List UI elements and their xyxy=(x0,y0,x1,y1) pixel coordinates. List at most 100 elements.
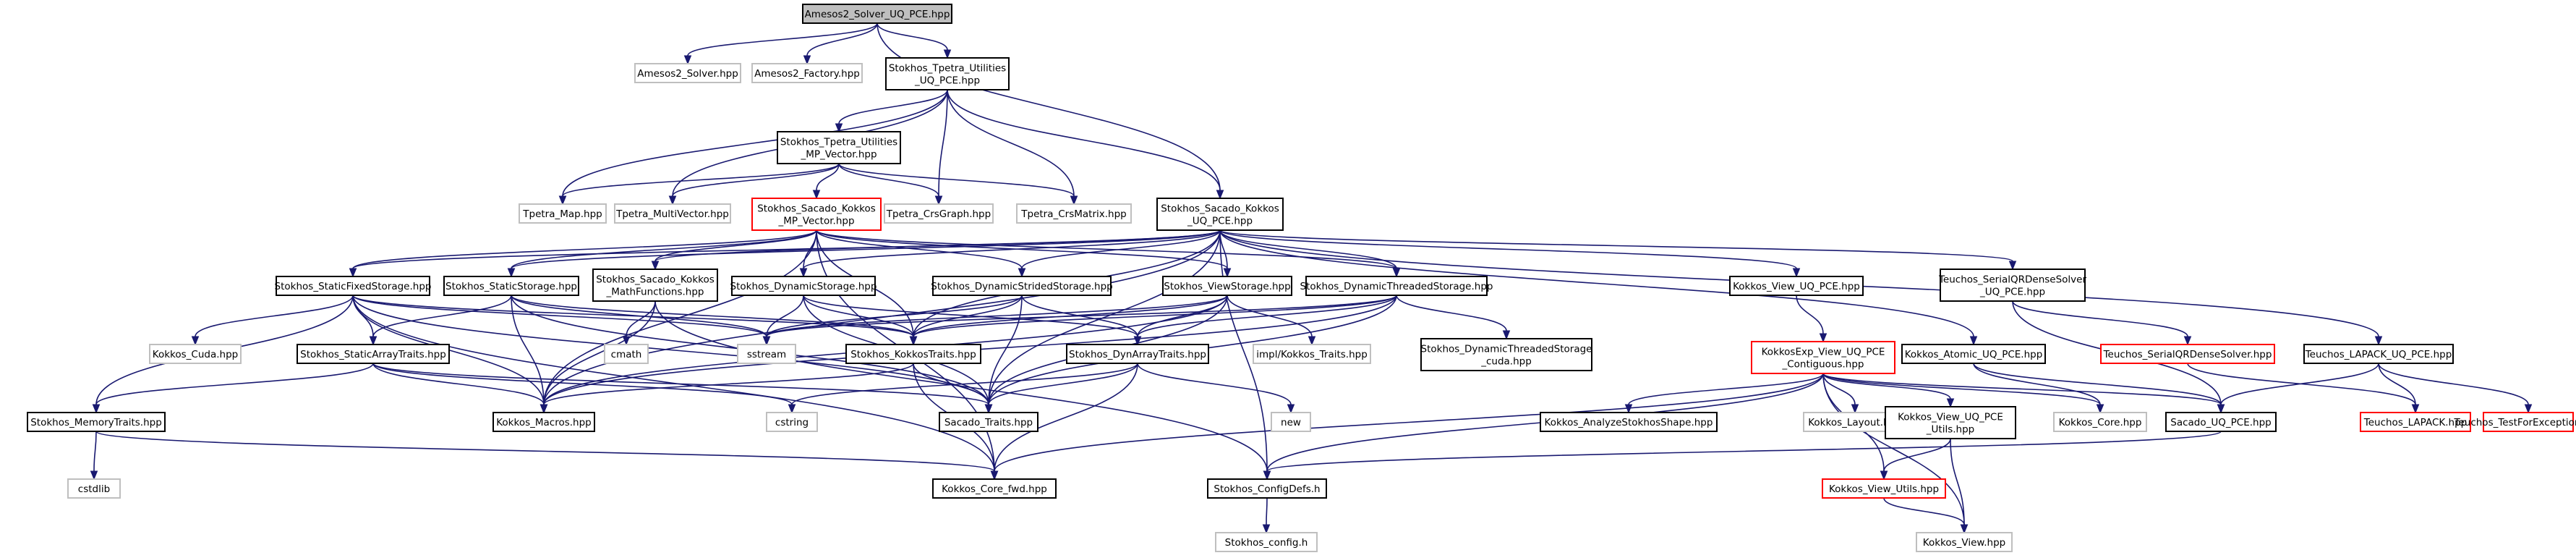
node-kokkos-analyze[interactable]: Kokkos_AnalyzeStokhosShape.hpp xyxy=(1540,412,1718,432)
node-box xyxy=(604,344,649,364)
node-root[interactable]: Amesos2_Solver_UQ_PCE.hpp xyxy=(802,4,952,24)
edge-root-to-tpetra_util_uqpce xyxy=(877,22,952,59)
node-label: _MP_Vector.hpp xyxy=(777,216,854,227)
edge-tpetra_util_uqpce-to-tpetra_util_mpv xyxy=(835,89,948,133)
edge-tpetra_util_mpv-to-tpetra_multivector xyxy=(668,163,840,206)
edge-static_storage-to-static_array_traits xyxy=(369,295,512,346)
node-box xyxy=(297,344,450,364)
edge-sacado_uqpce-to-stokhos_configdefs xyxy=(1263,431,2222,481)
node-label: Teuchos_TestForException.hpp xyxy=(2454,417,2576,428)
node-box xyxy=(2303,344,2454,364)
node-kokkos-macros[interactable]: Kokkos_Macros.hpp xyxy=(492,412,595,432)
node-kokkosexp-view-uqpce-contig[interactable]: KokkosExp_View_UQ_PCE_Contiguous.hpp xyxy=(1751,341,1895,374)
edge-static_array_traits-to-kokkos_macros xyxy=(372,363,548,414)
node-box xyxy=(1751,341,1895,374)
edge-tpetra_util_mpv-to-tpetra_map xyxy=(558,163,840,206)
edge-kokkosexp_view_uqpce_contig-to-kokkos_analyze xyxy=(1624,373,1824,414)
node-memory-traits[interactable]: Stokhos_MemoryTraits.hpp xyxy=(27,412,166,432)
edge-tpetra_util_mpv-to-tpetra_crsgraph xyxy=(838,163,943,206)
node-static-storage[interactable]: Stokhos_StaticStorage.hpp xyxy=(443,276,579,296)
node-label: Kokkos_View_UQ_PCE xyxy=(1898,412,2003,423)
node-sacado-kokkos-math[interactable]: Stokhos_Sacado_Kokkos_MathFunctions.hpp xyxy=(592,269,718,302)
node-label: cmath xyxy=(611,349,642,360)
node-teuchos-testforexc[interactable]: Teuchos_TestForException.hpp xyxy=(2454,412,2576,432)
node-kokkos-atomic-uqpce[interactable]: Kokkos_Atomic_UQ_PCE.hpp xyxy=(1901,344,2046,364)
node-box xyxy=(1215,532,1318,552)
node-sacado-traits[interactable]: Sacado_Traits.hpp xyxy=(939,412,1038,432)
node-tpetra-util-mpv[interactable]: Stokhos_Tpetra_Utilities_MP_Vector.hpp xyxy=(777,131,901,164)
node-kokkos-view-uqpce-utils[interactable]: Kokkos_View_UQ_PCE_Utils.hpp xyxy=(1885,406,2016,439)
node-box xyxy=(1940,269,2086,302)
node-sacado-kokkos-uqpce[interactable]: Stokhos_Sacado_Kokkos_UQ_PCE.hpp xyxy=(1156,198,1284,231)
edge-sacado_kokkos_uqpce-to-sacado_kokkos_math xyxy=(651,229,1221,271)
node-label: Tpetra_CrsMatrix.hpp xyxy=(1020,208,1127,220)
node-dynamic-strided[interactable]: Stokhos_DynamicStridedStorage.hpp xyxy=(931,276,1113,296)
node-box xyxy=(1540,412,1718,432)
node-kokkos-traits[interactable]: Stokhos_KokkosTraits.hpp xyxy=(845,344,981,364)
node-static-fixed[interactable]: Stokhos_StaticFixedStorage.hpp xyxy=(275,276,432,296)
node-static-array-traits[interactable]: Stokhos_StaticArrayTraits.hpp xyxy=(297,344,450,364)
node-dynamic-storage[interactable]: Stokhos_DynamicStorage.hpp xyxy=(730,276,877,296)
node-dynamic-threaded-cuda[interactable]: Stokhos_DynamicThreadedStorage_cuda.hpp xyxy=(1420,338,1592,371)
node-teuchos-lapack-uqpce[interactable]: Teuchos_LAPACK_UQ_PCE.hpp xyxy=(2303,344,2454,364)
node-box xyxy=(1253,344,1371,364)
edge-sacado_kokkos_mpv-to-static_fixed xyxy=(349,229,817,278)
node-dyn-array-traits[interactable]: Stokhos_DynArrayTraits.hpp xyxy=(1066,344,1209,364)
node-label: Stokhos_Sacado_Kokkos xyxy=(757,203,876,215)
node-teuchos-serialqr-uqpce[interactable]: Teuchos_SerialQRDenseSolver_UQ_PCE.hpp xyxy=(1938,269,2087,302)
node-box xyxy=(592,269,718,302)
node-sacado-kokkos-mpv[interactable]: Stokhos_Sacado_Kokkos_MP_Vector.hpp xyxy=(751,198,882,231)
node-label: Stokhos_KokkosTraits.hpp xyxy=(850,349,976,360)
edge-kokkosexp_view_uqpce_contig-to-kokkos_layout xyxy=(1822,373,1859,414)
node-new: new xyxy=(1271,412,1311,432)
edge-kokkos_traits-to-sacado_traits xyxy=(913,363,993,414)
node-kokkos-view: Kokkos_View.hpp xyxy=(1916,532,2013,552)
node-sacado-uqpce[interactable]: Sacado_UQ_PCE.hpp xyxy=(2165,412,2277,432)
node-box xyxy=(932,478,1057,499)
node-label: Amesos2_Factory.hpp xyxy=(754,68,860,80)
node-amesos-solver: Amesos2_Solver.hpp xyxy=(634,63,741,83)
node-box xyxy=(845,344,981,364)
node-label: _Contiguous.hpp xyxy=(1782,359,1864,371)
node-box xyxy=(276,276,430,296)
node-kokkos-core-fwd[interactable]: Kokkos_Core_fwd.hpp xyxy=(932,478,1057,499)
edge-dynamic_threaded-to-dynamic_threaded_cuda xyxy=(1396,295,1511,340)
node-tpetra-map: Tpetra_Map.hpp xyxy=(519,203,607,224)
node-kokkos-view-utils[interactable]: Kokkos_View_Utils.hpp xyxy=(1822,478,1946,499)
node-teuchos-lapack[interactable]: Teuchos_LAPACK.hpp xyxy=(2360,412,2471,432)
node-label: _MathFunctions.hpp xyxy=(606,287,704,298)
node-label: Amesos2_Solver_UQ_PCE.hpp xyxy=(805,9,950,20)
node-label: Kokkos_Core_fwd.hpp xyxy=(942,483,1047,495)
node-label: Tpetra_CrsGraph.hpp xyxy=(886,208,991,220)
node-box xyxy=(1066,344,1209,364)
node-box xyxy=(1420,338,1592,371)
node-tpetra-util-uqpce[interactable]: Stokhos_Tpetra_Utilities_UQ_PCE.hpp xyxy=(885,57,1010,90)
edge-sacado_kokkos_uqpce-to-teuchos_serialqr_uqpce xyxy=(1219,229,2017,271)
node-label: Stokhos_DynamicStorage.hpp xyxy=(730,281,877,292)
node-view-storage[interactable]: Stokhos_ViewStorage.hpp xyxy=(1162,276,1292,296)
node-label: Stokhos_Sacado_Kokkos xyxy=(596,274,715,286)
node-label: Tpetra_Map.hpp xyxy=(522,208,602,220)
edge-root-to-amesos_factory xyxy=(803,22,878,65)
edge-root-to-amesos_solver xyxy=(683,22,878,65)
node-box xyxy=(1916,532,2013,552)
node-box xyxy=(27,412,166,432)
node-stokhos-configdefs[interactable]: Stokhos_ConfigDefs.h xyxy=(1207,478,1327,499)
node-label: Teuchos_SerialQRDenseSolver.hpp xyxy=(2103,349,2272,360)
node-box xyxy=(2165,412,2277,432)
node-box xyxy=(1156,198,1284,231)
node-box xyxy=(737,344,796,364)
node-box xyxy=(939,412,1038,432)
node-kokkos-view-uqpce[interactable]: Kokkos_View_UQ_PCE.hpp xyxy=(1729,276,1864,296)
node-label: Stokhos_Sacado_Kokkos xyxy=(1161,203,1279,215)
node-teuchos-serialqr[interactable]: Teuchos_SerialQRDenseSolver.hpp xyxy=(2100,344,2275,364)
edge-dyn_array_traits-to-sacado_traits xyxy=(984,363,1138,414)
edge-kokkos_view_uqpce-to-kokkosexp_view_uqpce_contig xyxy=(1796,295,1827,343)
node-dynamic-threaded[interactable]: Stokhos_DynamicThreadedStorage.hpp xyxy=(1300,276,1493,296)
edge-teuchos_lapack_uqpce-to-teuchos_lapack xyxy=(2378,363,2420,414)
node-label: Stokhos_Tpetra_Utilities xyxy=(889,63,1006,75)
node-label: Stokhos_DynArrayTraits.hpp xyxy=(1069,349,1206,360)
node-label: Kokkos_Macros.hpp xyxy=(496,417,592,428)
node-label: new xyxy=(1281,417,1301,428)
node-box xyxy=(2360,412,2471,432)
